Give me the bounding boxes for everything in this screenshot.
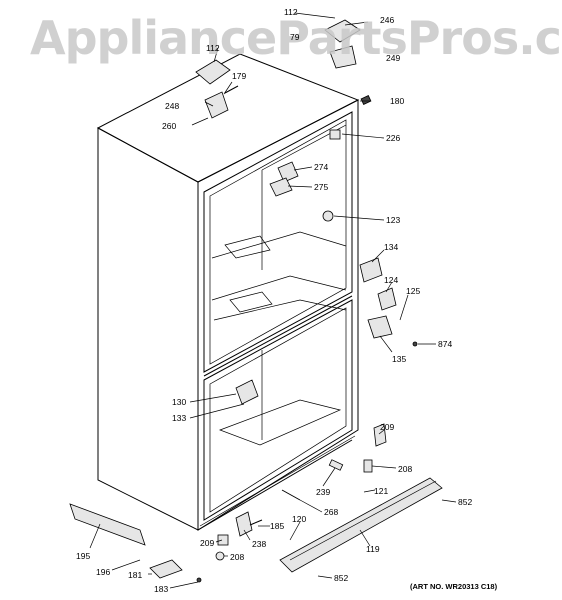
callout-133: 133	[172, 413, 186, 423]
callout-labels: 112 246 79 112 249 179 248 260 180 226 2…	[76, 7, 472, 594]
callout-112: 112	[206, 43, 220, 53]
side-trim-part	[69, 503, 146, 546]
callout-125: 125	[406, 286, 420, 296]
callout-874: 874	[438, 339, 452, 349]
callout-181: 181	[128, 570, 142, 580]
callout-123: 123	[386, 215, 400, 225]
callout-238: 238	[252, 539, 266, 549]
callout-249: 249	[386, 53, 400, 63]
callout-79: 79	[290, 32, 300, 42]
callout-119: 119	[366, 544, 380, 554]
callout-180: 180	[390, 96, 404, 106]
hinge-right-part	[324, 19, 361, 43]
parts	[69, 19, 443, 583]
callout-121: 121	[374, 486, 388, 496]
callout-124: 124	[384, 275, 398, 285]
callout-246: 246	[380, 15, 394, 25]
toe-grille-part	[279, 477, 443, 573]
callout-852: 852	[458, 497, 472, 507]
callout-183: 183	[154, 584, 168, 594]
callout-179: 179	[232, 71, 246, 81]
callout-134: 134	[384, 242, 398, 252]
cabinet	[96, 53, 360, 531]
hinge-part	[204, 91, 229, 119]
callout-274: 274	[314, 162, 328, 172]
art-number: (ART NO. WR20313 C18)	[410, 582, 498, 591]
watermark-text: AppliancePartsPros.com	[30, 11, 562, 65]
callout-209: 209	[200, 538, 214, 548]
callout-275: 275	[314, 182, 328, 192]
callout-185: 185	[270, 521, 284, 531]
hinge-plate-part	[329, 45, 357, 69]
callout-208: 208	[398, 464, 412, 474]
callout-130: 130	[172, 397, 186, 407]
callout-195: 195	[76, 551, 90, 561]
callout-112: 112	[284, 7, 298, 17]
callout-196: 196	[96, 567, 110, 577]
callout-135: 135	[392, 354, 406, 364]
callout-852: 852	[334, 573, 348, 583]
leader-lines	[89, 12, 457, 589]
callout-248: 248	[165, 101, 179, 111]
callout-226: 226	[386, 133, 400, 143]
callout-120: 120	[292, 514, 306, 524]
hinge-cover-part	[195, 59, 231, 85]
callout-239: 239	[316, 487, 330, 497]
light-socket-part	[277, 161, 299, 183]
callout-268: 268	[324, 507, 338, 517]
callout-208: 208	[230, 552, 244, 562]
callout-260: 260	[162, 121, 176, 131]
callout-209: 209	[380, 422, 394, 432]
